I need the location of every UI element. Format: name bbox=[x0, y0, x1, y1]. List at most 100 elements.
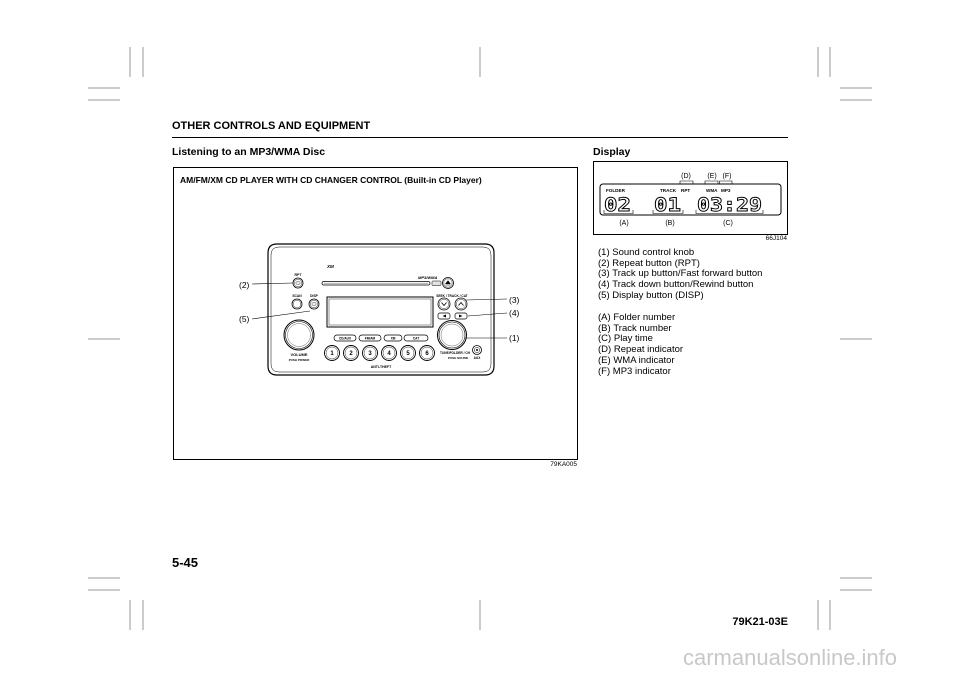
header-rule bbox=[172, 136, 788, 138]
list-item-text: Repeat button (RPT) bbox=[612, 257, 700, 269]
volume-sub-label: PUSH POWER bbox=[289, 358, 310, 362]
disp-button bbox=[308, 298, 320, 310]
callout-2: (2) bbox=[239, 280, 250, 290]
callout-3: (3) bbox=[509, 295, 520, 305]
display-figure-code: 66J104 bbox=[765, 235, 787, 242]
callout-1: (1) bbox=[509, 333, 520, 343]
preset-label: 2 bbox=[349, 351, 353, 357]
list-item-text: Track up button/Fast forward button bbox=[612, 268, 763, 280]
list-item-text: WMA indicator bbox=[613, 354, 675, 366]
track-up-button bbox=[454, 297, 468, 311]
play-time: 03:29 bbox=[697, 194, 762, 216]
mode-button-fm-am: FM/AM bbox=[358, 334, 382, 342]
mode-button-cat: CAT bbox=[403, 334, 429, 342]
preset-button-2: 2 bbox=[343, 345, 359, 361]
callout-f: (F) bbox=[723, 173, 732, 180]
mode-button-label: FM/AM bbox=[365, 336, 376, 340]
list-item-text: Display button (DISP) bbox=[612, 289, 704, 301]
bracket-b bbox=[652, 210, 684, 214]
anti-theft-label: ANTI-THEFT bbox=[371, 365, 392, 369]
track-down-button bbox=[437, 297, 451, 311]
display-legend-list: (A)Folder number (B)Track number (C)Play… bbox=[598, 312, 684, 378]
chevron-down-icon bbox=[441, 302, 447, 307]
right-heading: Display bbox=[593, 145, 631, 158]
volume-knob bbox=[283, 319, 315, 351]
xm-logo: XM bbox=[326, 264, 334, 269]
callout-4: (4) bbox=[509, 308, 520, 318]
list-item-key: (C) bbox=[598, 333, 612, 345]
list-item-key: (B) bbox=[598, 322, 611, 334]
callout-line-3 bbox=[465, 298, 508, 301]
list-item-text: Repeat indicator bbox=[613, 344, 684, 356]
list-item-key: (E) bbox=[598, 354, 611, 366]
list-item: (4)Track down button/Rewind button bbox=[598, 279, 762, 291]
list-item-key: (5) bbox=[598, 289, 610, 301]
list-item-text: Play time bbox=[613, 333, 653, 345]
list-item: (A)Folder number bbox=[598, 312, 683, 324]
preset-label: 5 bbox=[406, 351, 410, 357]
left-heading: Listening to an MP3/WMA Disc bbox=[172, 145, 326, 158]
radio-figure-code: 79KA005 bbox=[550, 461, 577, 468]
preset-button-6: 6 bbox=[419, 345, 435, 361]
folder-number: 02 bbox=[604, 194, 631, 216]
radio-illustration: XM MP3/WMA RPT SCAN DISP bbox=[239, 243, 520, 376]
preset-label: 6 bbox=[425, 351, 429, 357]
list-item: (D)Repeat indicator bbox=[598, 344, 684, 356]
callout-line-4 bbox=[467, 312, 508, 317]
radio-display-screen bbox=[326, 296, 434, 328]
callout-a: (A) bbox=[619, 220, 628, 227]
list-item: (2)Repeat button (RPT) bbox=[598, 257, 762, 270]
callout-5: (5) bbox=[239, 314, 250, 324]
list-item: (C)Play time bbox=[598, 334, 683, 345]
display-illustration: (D) (E) (F) FOLDER TRACK RPT WMA MP3 02 … bbox=[599, 173, 782, 227]
volume-label: VOLUME bbox=[290, 352, 307, 357]
preset-button-5: 5 bbox=[400, 345, 416, 361]
list-item-text: Folder number bbox=[613, 312, 676, 323]
watermark: carmanualsonline.info bbox=[683, 645, 898, 670]
preset-button-3: 3 bbox=[362, 345, 378, 361]
list-item: (5)Display button (DISP) bbox=[598, 289, 762, 302]
list-item-key: (1) bbox=[598, 247, 610, 258]
preset-button-4: 4 bbox=[381, 345, 397, 361]
eject-button bbox=[442, 277, 454, 289]
rpt-label: RPT bbox=[295, 273, 303, 277]
mode-button-cd-aux: CD/AUX bbox=[333, 334, 357, 342]
display-figure: (D) (E) (F) FOLDER TRACK RPT WMA MP3 02 … bbox=[593, 161, 788, 235]
list-item: (B)Track number bbox=[598, 322, 683, 335]
rpt-indicator: RPT bbox=[681, 188, 690, 193]
bracket-a bbox=[603, 210, 634, 214]
seek-label: SEEK / TRACK / CAT bbox=[436, 294, 468, 298]
radio-figure-title: AM/FM/XM CD PLAYER WITH CD CHANGER CONTR… bbox=[180, 175, 482, 186]
list-item-key: (F) bbox=[598, 365, 611, 377]
callout-b: (B) bbox=[665, 220, 674, 227]
track-number: 01 bbox=[654, 194, 681, 216]
list-item: (F)MP3 indicator bbox=[598, 365, 683, 378]
list-item-key: (D) bbox=[598, 344, 612, 356]
callout-line-2 bbox=[251, 282, 294, 285]
list-item-text: Track number bbox=[613, 322, 672, 334]
preset-label: 3 bbox=[368, 351, 372, 357]
radio-figure: AM/FM/XM CD PLAYER WITH CD CHANGER CONTR… bbox=[173, 167, 578, 460]
fast-forward-button bbox=[454, 312, 468, 320]
preset-label: 4 bbox=[387, 351, 391, 357]
mode-button-label: CD/AUX bbox=[339, 336, 352, 340]
list-item-key: (2) bbox=[598, 257, 610, 269]
scan-button bbox=[291, 298, 303, 310]
preset-button-1: 1 bbox=[324, 345, 340, 361]
sensor-window bbox=[431, 280, 442, 286]
aux-label: AUX bbox=[474, 356, 482, 360]
callout-c: (C) bbox=[723, 220, 733, 227]
list-item: (1)Sound control knob bbox=[598, 247, 762, 259]
controls-legend-list: (1)Sound control knob (2)Repeat button (… bbox=[598, 247, 763, 302]
list-item-text: Track down button/Rewind button bbox=[612, 279, 754, 291]
list-item-text: Sound control knob bbox=[612, 247, 695, 258]
tune-label: TUNE/FOLDER / CH bbox=[440, 351, 471, 355]
display-panel bbox=[599, 183, 782, 216]
bracket-c bbox=[695, 210, 764, 214]
section-title: OTHER CONTROLS AND EQUIPMENT bbox=[172, 120, 371, 132]
list-item-text: MP3 indicator bbox=[612, 365, 671, 377]
mp3-indicator: MP3 bbox=[721, 188, 731, 193]
mp3-wma-logo: MP3/WMA bbox=[418, 275, 437, 280]
folder-indicator-label: FOLDER bbox=[606, 188, 626, 193]
page-number: 5-45 bbox=[172, 555, 199, 570]
